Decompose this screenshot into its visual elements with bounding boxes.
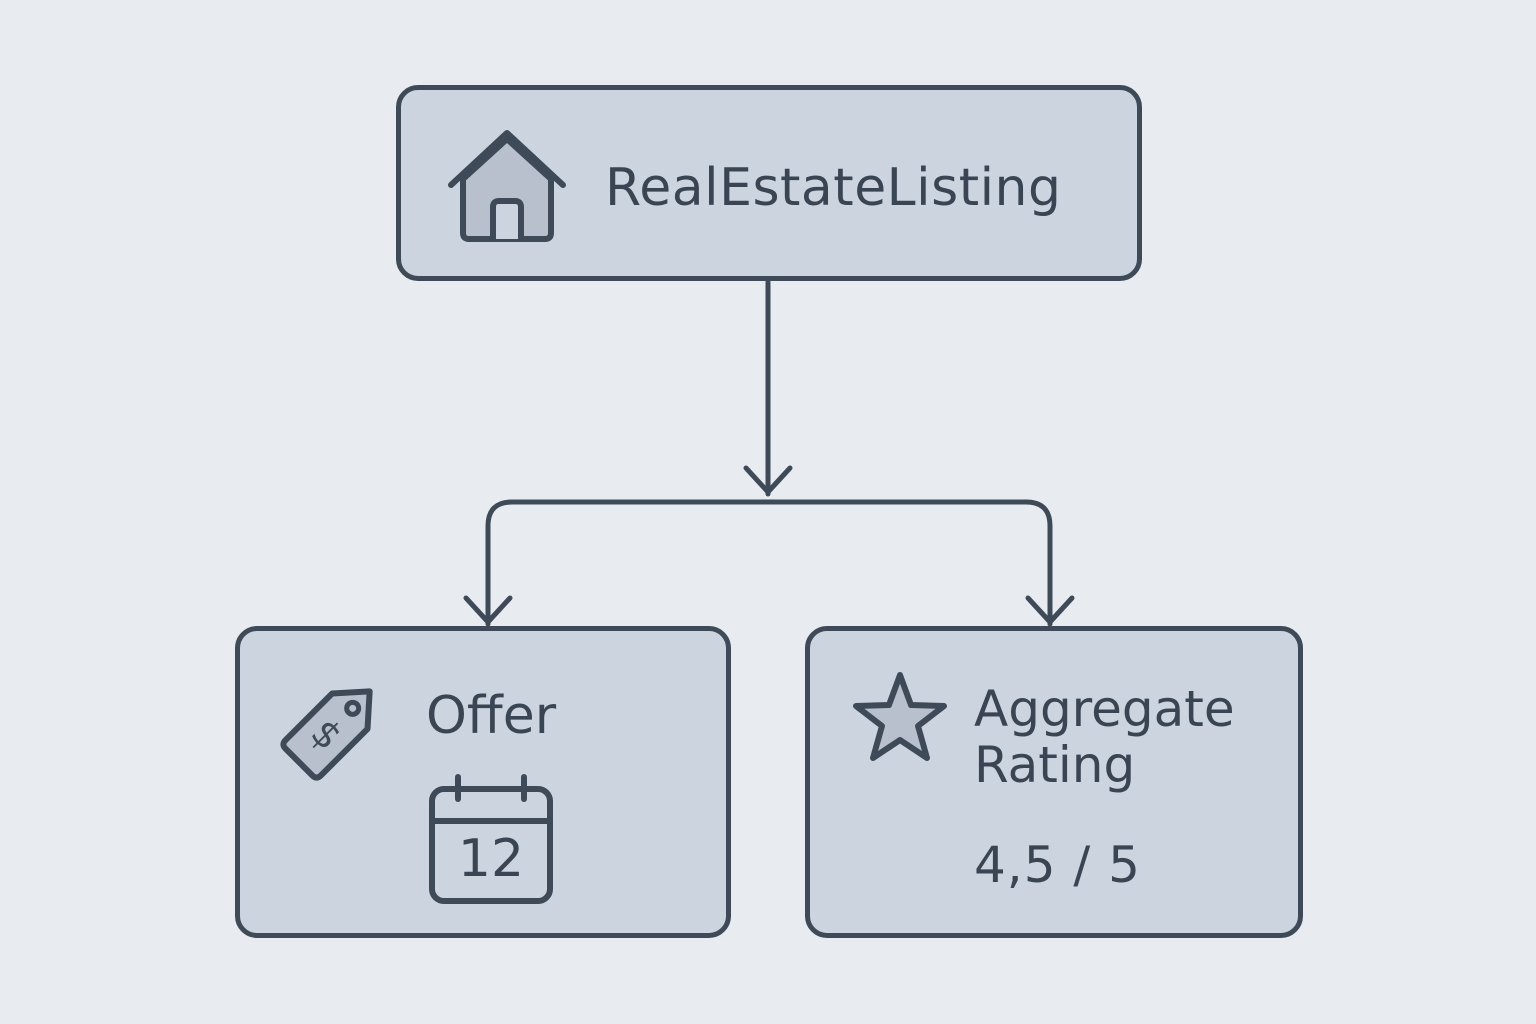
- price-tag-icon: $: [280, 688, 373, 781]
- node-label-real-estate-listing: RealEstateListing: [605, 158, 1062, 218]
- node-offer[interactable]: $ Offer 12: [235, 626, 731, 938]
- node-label-offer: Offer: [426, 686, 557, 746]
- node-aggregate-rating[interactable]: Aggregate Rating 4,5 / 5: [805, 626, 1303, 938]
- node-real-estate-listing[interactable]: RealEstateListing: [396, 85, 1142, 281]
- node-label-aggregate-rating: Aggregate Rating: [974, 680, 1235, 794]
- connector-arrowhead-offer: [463, 595, 513, 625]
- house-icon: [448, 130, 566, 242]
- calendar-icon: 12: [426, 771, 556, 907]
- connector-arrowhead-trunk: [743, 465, 793, 495]
- connector-branch: [485, 499, 1053, 627]
- connector-arrowhead-rating: [1025, 595, 1075, 625]
- rating-value: 4,5 / 5: [974, 836, 1141, 894]
- star-icon: [853, 672, 947, 761]
- calendar-day: 12: [457, 829, 525, 889]
